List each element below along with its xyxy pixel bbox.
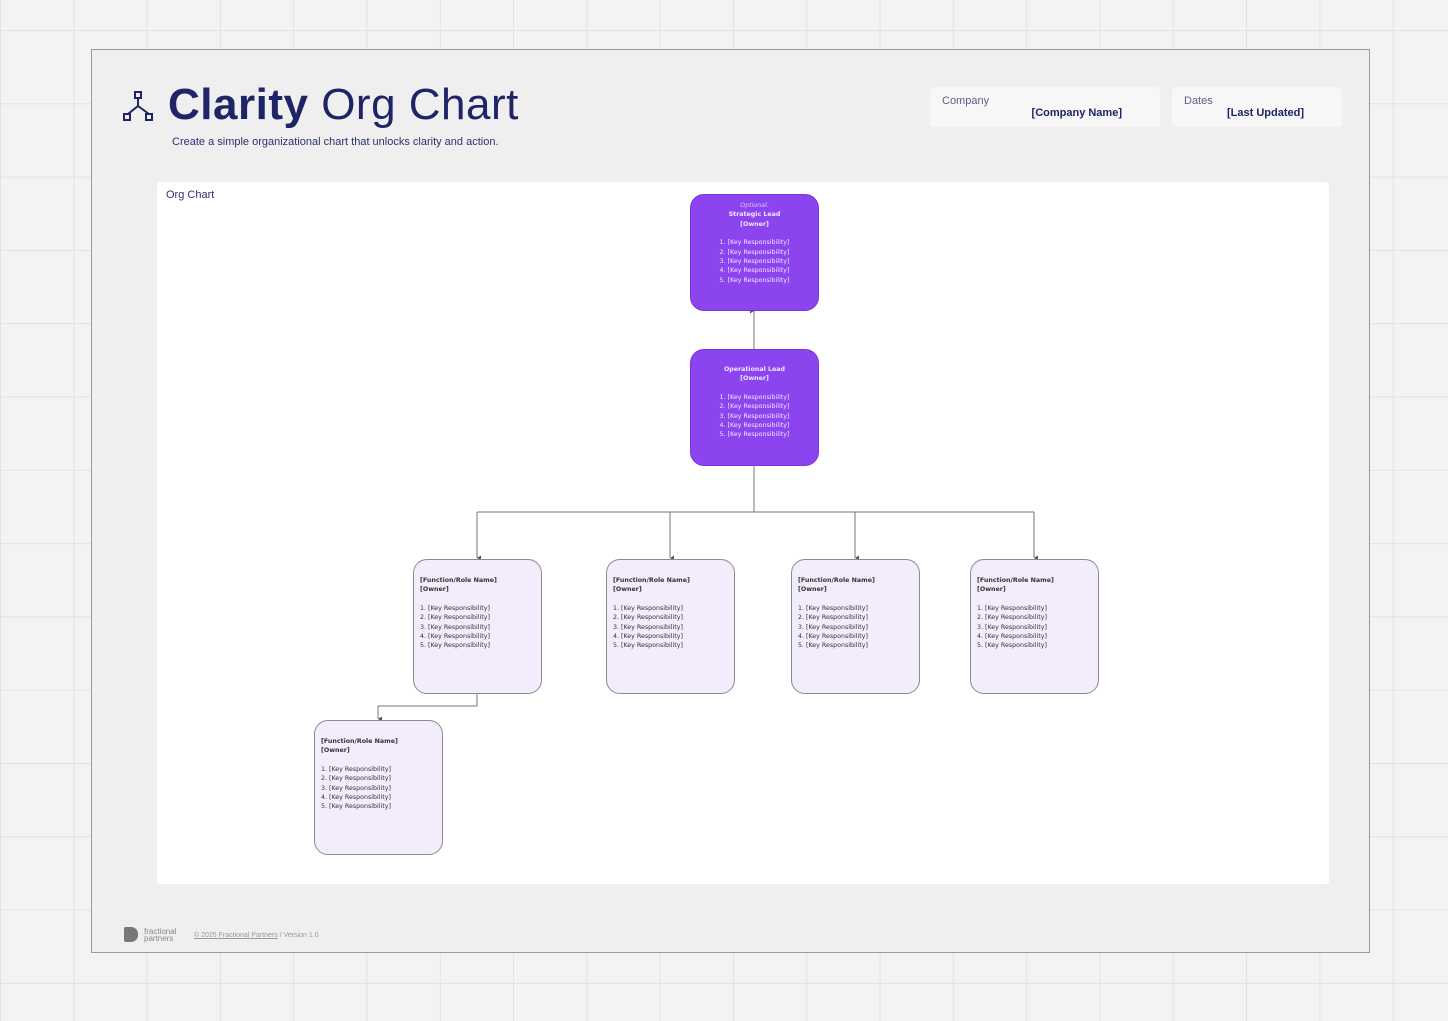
- function-card[interactable]: [Function/Role Name] [Owner] 1. [Key Respo…: [791, 559, 920, 694]
- role-name: [Function/Role Name]: [977, 577, 1054, 584]
- responsibility-item: 4. [Key Responsibility]: [321, 794, 391, 802]
- dates-field[interactable]: Dates [Last Updated]: [1172, 87, 1342, 127]
- version: / Version 1.0: [277, 932, 319, 939]
- responsibility-item: 1. [Key Responsibility]: [613, 604, 683, 612]
- function-card[interactable]: [Function/Role Name] [Owner] 1. [Key Respo…: [314, 720, 443, 855]
- responsibility-item: 5. [Key Responsibility]: [719, 276, 790, 284]
- role-name: Strategic Lead: [728, 211, 781, 219]
- responsibility-item: 3. [Key Responsibility]: [321, 784, 391, 792]
- function-card[interactable]: [Function/Role Name] [Owner] 1. [Key Respo…: [606, 559, 735, 694]
- responsibility-list: 1. [Key Responsibility] 2. [Key Responsib…: [321, 765, 436, 812]
- role-owner: [Owner]: [420, 586, 449, 594]
- org-chart-icon: [123, 91, 153, 121]
- role-name: [Function/Role Name]: [798, 577, 875, 584]
- responsibility-list: 1. [Key Responsibility] 2. [Key Responsib…: [798, 604, 913, 651]
- company-value[interactable]: [Company Name]: [1031, 107, 1122, 119]
- responsibility-item: 2. [Key Responsibility]: [719, 248, 790, 256]
- responsibility-item: 1. [Key Responsibility]: [798, 604, 868, 612]
- responsibility-list: 1. [Key Responsibility] 2. [Key Responsi…: [691, 393, 818, 440]
- role-name: [Function/Role Name]: [420, 577, 497, 584]
- responsibility-item: 4. [Key Responsibility]: [719, 422, 790, 430]
- responsibility-list: 1. [Key Responsibility] 2. [Key Responsib…: [613, 604, 728, 651]
- responsibility-item: 5. [Key Responsibility]: [798, 642, 868, 650]
- role-owner: [Owner]: [740, 375, 769, 383]
- responsibility-item: 3. [Key Responsibility]: [613, 623, 683, 631]
- responsibility-list: 1. [Key Responsibility] 2. [Key Responsi…: [691, 238, 818, 285]
- responsibility-list: 1. [Key Responsibility] 2. [Key Responsib…: [420, 604, 535, 651]
- responsibility-item: 1. [Key Responsibility]: [321, 765, 391, 773]
- copyright-link[interactable]: © 2025 Fractional Partners: [194, 932, 278, 939]
- role-name: [Function/Role Name]: [613, 577, 690, 584]
- responsibility-item: 3. [Key Responsibility]: [420, 623, 490, 631]
- brand-line-1: fractional: [144, 927, 177, 936]
- responsibility-item: 5. [Key Responsibility]: [613, 642, 683, 650]
- role-owner: [Owner]: [740, 220, 769, 228]
- responsibility-item: 1. [Key Responsibility]: [977, 604, 1047, 612]
- responsibility-item: 5. [Key Responsibility]: [977, 642, 1047, 650]
- responsibility-item: 5. [Key Responsibility]: [420, 642, 490, 650]
- strategic-lead-card[interactable]: Optional: Strategic Lead [Owner] 1. [Key…: [690, 194, 819, 311]
- dates-label: Dates: [1184, 95, 1213, 107]
- role-owner: [Owner]: [321, 747, 350, 755]
- responsibility-item: 2. [Key Responsibility]: [798, 614, 868, 622]
- role-name: [Function/Role Name]: [321, 738, 398, 745]
- company-label: Company: [942, 95, 990, 107]
- function-card[interactable]: [Function/Role Name] [Owner] 1. [Key Respo…: [413, 559, 542, 694]
- responsibility-item: 3. [Key Responsibility]: [719, 258, 790, 266]
- responsibility-item: 2. [Key Responsibility]: [719, 403, 790, 411]
- copyright: © 2025 Fractional Partners / Version 1.0: [194, 932, 319, 939]
- brand-line-2: partners: [144, 934, 174, 943]
- responsibility-list: 1. [Key Responsibility] 2. [Key Responsib…: [977, 604, 1092, 651]
- responsibility-item: 2. [Key Responsibility]: [420, 614, 490, 622]
- operational-lead-card[interactable]: Operational Lead [Owner] 1. [Key Respons…: [690, 349, 819, 466]
- responsibility-item: 1. [Key Responsibility]: [719, 393, 790, 401]
- responsibility-item: 4. [Key Responsibility]: [420, 633, 490, 641]
- function-card[interactable]: [Function/Role Name] [Owner] 1. [Key Respo…: [970, 559, 1099, 694]
- role-owner: [Owner]: [798, 586, 827, 594]
- responsibility-item: 5. [Key Responsibility]: [321, 803, 391, 811]
- responsibility-item: 4. [Key Responsibility]: [613, 633, 683, 641]
- optional-label: Optional:: [740, 202, 769, 209]
- role-owner: [Owner]: [613, 586, 642, 594]
- responsibility-item: 3. [Key Responsibility]: [977, 623, 1047, 631]
- responsibility-item: 4. [Key Responsibility]: [719, 267, 790, 275]
- canvas-title: Org Chart: [166, 189, 215, 201]
- dates-value[interactable]: [Last Updated]: [1227, 107, 1304, 119]
- role-owner: [Owner]: [977, 586, 1006, 594]
- responsibility-item: 1. [Key Responsibility]: [420, 604, 490, 612]
- responsibility-item: 1. [Key Responsibility]: [719, 239, 790, 247]
- logo-mark: [124, 927, 138, 942]
- responsibility-item: 3. [Key Responsibility]: [798, 623, 868, 631]
- responsibility-item: 5. [Key Responsibility]: [719, 431, 790, 439]
- responsibility-item: 4. [Key Responsibility]: [977, 633, 1047, 641]
- page-subtitle: Create a simple organizational chart tha…: [172, 136, 499, 148]
- responsibility-item: 2. [Key Responsibility]: [613, 614, 683, 622]
- company-field[interactable]: Company [Company Name]: [930, 87, 1160, 127]
- responsibility-item: 3. [Key Responsibility]: [719, 412, 790, 420]
- role-name: Operational Lead: [723, 366, 786, 373]
- responsibility-item: 4. [Key Responsibility]: [798, 633, 868, 641]
- responsibility-item: 2. [Key Responsibility]: [977, 614, 1047, 622]
- responsibility-item: 2. [Key Responsibility]: [321, 775, 391, 783]
- page-title: Clarity Org Chart: [168, 80, 519, 129]
